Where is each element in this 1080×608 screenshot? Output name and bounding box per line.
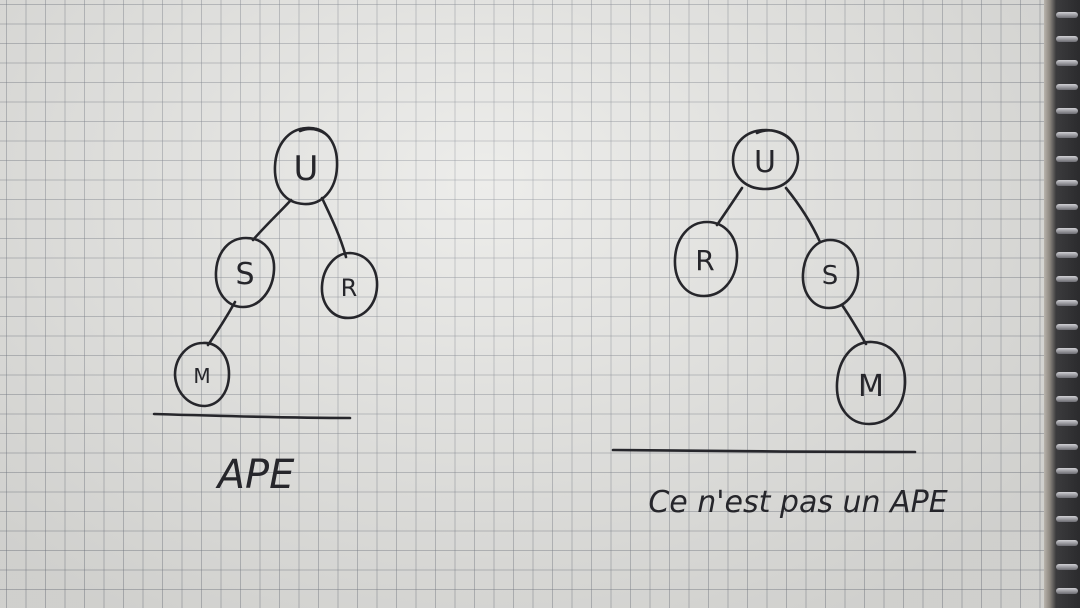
spiral-ring [1056, 204, 1078, 210]
underline-rule [152, 412, 352, 420]
node-circle-right [320, 251, 379, 320]
underline-rule [611, 448, 917, 454]
spiral-ring [1056, 348, 1078, 354]
spiral-ring [1056, 372, 1078, 378]
node-circle-left [673, 220, 739, 298]
spiral-ring [1056, 468, 1078, 474]
spiral-ring [1056, 84, 1078, 90]
node-circle-right [801, 238, 860, 310]
edge-left-leaf [206, 300, 237, 347]
spiral-ring [1056, 12, 1078, 18]
node-label-left: S [235, 257, 254, 292]
spiral-ring [1056, 324, 1078, 330]
edge-root-right [320, 196, 348, 259]
edge-root-left [251, 198, 293, 242]
node-circle-leaf [173, 341, 231, 408]
spiral-ring [1056, 492, 1078, 498]
spiral-ring [1056, 228, 1078, 234]
node-label-leaf: M [858, 369, 884, 404]
spiral-ring [1056, 36, 1078, 42]
spiral-ring [1056, 420, 1078, 426]
tree-diagram-1 [152, 126, 379, 420]
spiral-ring [1056, 516, 1078, 522]
spiral-ring [1056, 252, 1078, 258]
caption-valid: APE [215, 452, 295, 498]
spiral-ring [1056, 588, 1078, 594]
edge-root-right [784, 186, 822, 244]
spiral-ring [1056, 132, 1078, 138]
node-label-left: R [695, 244, 714, 277]
node-circle-left [214, 236, 276, 309]
node-label-right: R [341, 274, 358, 302]
node-circle-leaf [835, 340, 907, 426]
tree-diagram-2 [611, 128, 917, 454]
node-label-leaf: M [193, 364, 210, 388]
spiral-ring [1056, 108, 1078, 114]
spiral-ring [1056, 156, 1078, 162]
spiral-ring [1056, 564, 1078, 570]
spiral-ring [1056, 540, 1078, 546]
spiral-ring [1056, 276, 1078, 282]
node-label-root: U [294, 149, 319, 189]
node-circle-root [273, 126, 339, 206]
node-circle-root [731, 128, 800, 191]
spiral-ring [1056, 180, 1078, 186]
node-label-right: S [822, 261, 839, 291]
edge-right-leaf [840, 303, 868, 346]
caption-invalid: Ce n'est pas un APE [648, 485, 947, 520]
spiral-ring [1056, 60, 1078, 66]
edge-root-left [715, 186, 744, 227]
spiral-ring [1056, 300, 1078, 306]
notebook-spiral-binding [1044, 0, 1080, 608]
spiral-ring [1056, 444, 1078, 450]
node-label-root: U [754, 145, 776, 180]
spiral-ring [1056, 396, 1078, 402]
